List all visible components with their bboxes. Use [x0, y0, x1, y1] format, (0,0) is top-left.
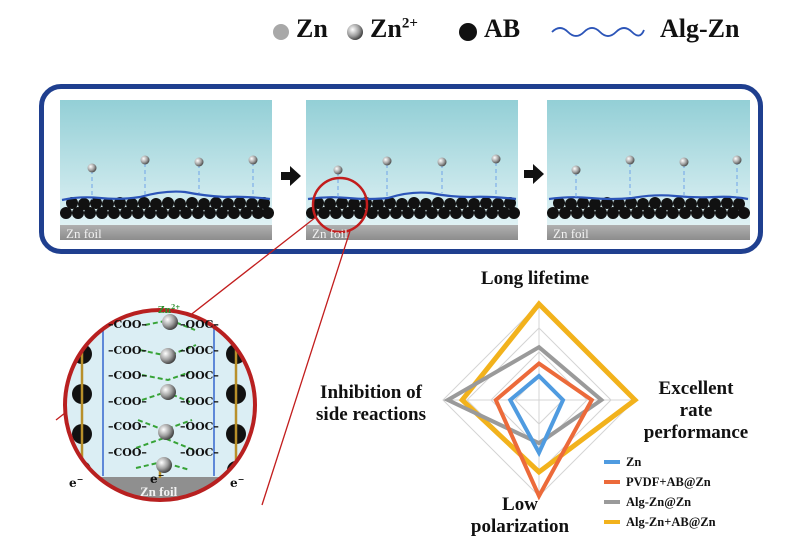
legend-zn: Zn [296, 14, 328, 43]
alg-zn-wave-icon [551, 27, 645, 37]
zoom-line-right [261, 230, 351, 506]
panel-3 [547, 100, 750, 240]
radar-label-left: Inhibition of side reactions [296, 382, 446, 426]
radar-series-zn [507, 373, 566, 458]
legend-zn-ion: Zn2+ [370, 14, 418, 44]
radar-label-right: Excellent rate performance [636, 378, 756, 444]
radar-legend-label: Alg-Zn+AB@Zn [626, 514, 716, 529]
radar-legend-swatch [604, 520, 620, 524]
arrow-right-icon [524, 164, 544, 184]
radar-label-left-line: side reactions [316, 404, 426, 425]
radar-series-alg-zn-zn [443, 344, 605, 446]
radar-legend-swatch [604, 480, 620, 484]
radar-legend-item: Zn [604, 452, 716, 472]
radar-legend-label: PVDF+AB@Zn [626, 474, 711, 489]
radar-label-right-line: performance [643, 422, 749, 443]
radar-series-alg-zn-ab-zn [458, 300, 639, 476]
panel-1 [60, 100, 274, 240]
panel-2 [306, 100, 520, 240]
legend-zn-ion-charge: 2+ [401, 15, 418, 32]
radar-label-right-line: rate [679, 400, 713, 421]
panel-3-foil-label: Zn foil [553, 226, 589, 241]
legend-ab: AB [484, 14, 521, 43]
highlight-ring [311, 176, 369, 234]
radar-legend-item: PVDF+AB@Zn [604, 472, 716, 492]
ab-particle-icon [459, 23, 477, 41]
radar-label-right-line: Excellent [658, 378, 734, 399]
radar-label-bottom-line: polarization [470, 516, 570, 537]
panel-2-foil-label: Zn foil [312, 226, 348, 241]
radar-label-bottom-line: Low [502, 494, 538, 515]
radar-legend-item: Alg-Zn+AB@Zn [604, 512, 716, 532]
radar-legend-label: Zn [626, 454, 642, 469]
panel-1-foil-label: Zn foil [66, 226, 102, 241]
arrow-right-icon [281, 166, 301, 186]
radar-legend-item: Alg-Zn@Zn [604, 492, 716, 512]
legend-zn-ion-label: Zn [370, 14, 402, 43]
radar-legend-swatch [604, 460, 620, 464]
deposition-panel-frame [39, 84, 763, 254]
radar-label-left-line: Inhibition of [320, 382, 422, 403]
radar-legend-label: Alg-Zn@Zn [626, 494, 692, 509]
legend-alg-zn: Alg-Zn [660, 14, 740, 43]
radar-label-top: Long lifetime [480, 268, 590, 289]
zn-ion-icon [347, 24, 363, 40]
radar-label-bottom: Low polarization [460, 494, 580, 538]
zn-atom-icon [273, 24, 289, 40]
radar-series-pvdf-ab-zn [493, 361, 595, 501]
radar-legend-swatch [604, 500, 620, 504]
